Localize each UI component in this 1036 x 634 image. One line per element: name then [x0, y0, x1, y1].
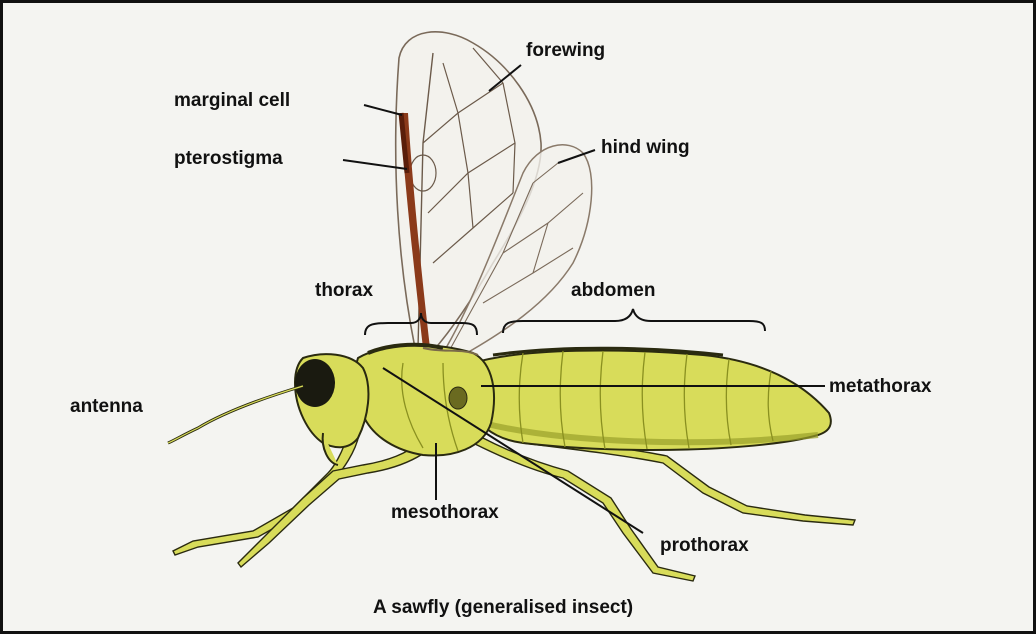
abdomen-body [468, 348, 831, 450]
abdomen-label: abdomen [571, 280, 655, 301]
metathorax-label: metathorax [829, 376, 932, 397]
compound-eye [295, 359, 335, 407]
prothorax-label: prothorax [660, 535, 749, 556]
pterostigma-label: pterostigma [174, 148, 283, 169]
antenna-body [168, 386, 303, 443]
mesothorax-label: mesothorax [391, 502, 499, 523]
antenna-label: antenna [70, 396, 143, 417]
abdomen-bracket [503, 309, 765, 333]
thorax-label: thorax [315, 280, 374, 301]
diagram-caption: A sawfly (generalised insect) [373, 597, 633, 618]
sawfly-diagram: forewing marginal cell pterostigma hind … [3, 3, 1033, 631]
thorax-body [355, 345, 494, 456]
hind-wing-label: hind wing [601, 137, 690, 158]
marginal-cell-label: marginal cell [174, 90, 290, 111]
legs [173, 433, 855, 581]
forewing-label: forewing [526, 40, 605, 61]
head [295, 354, 368, 465]
